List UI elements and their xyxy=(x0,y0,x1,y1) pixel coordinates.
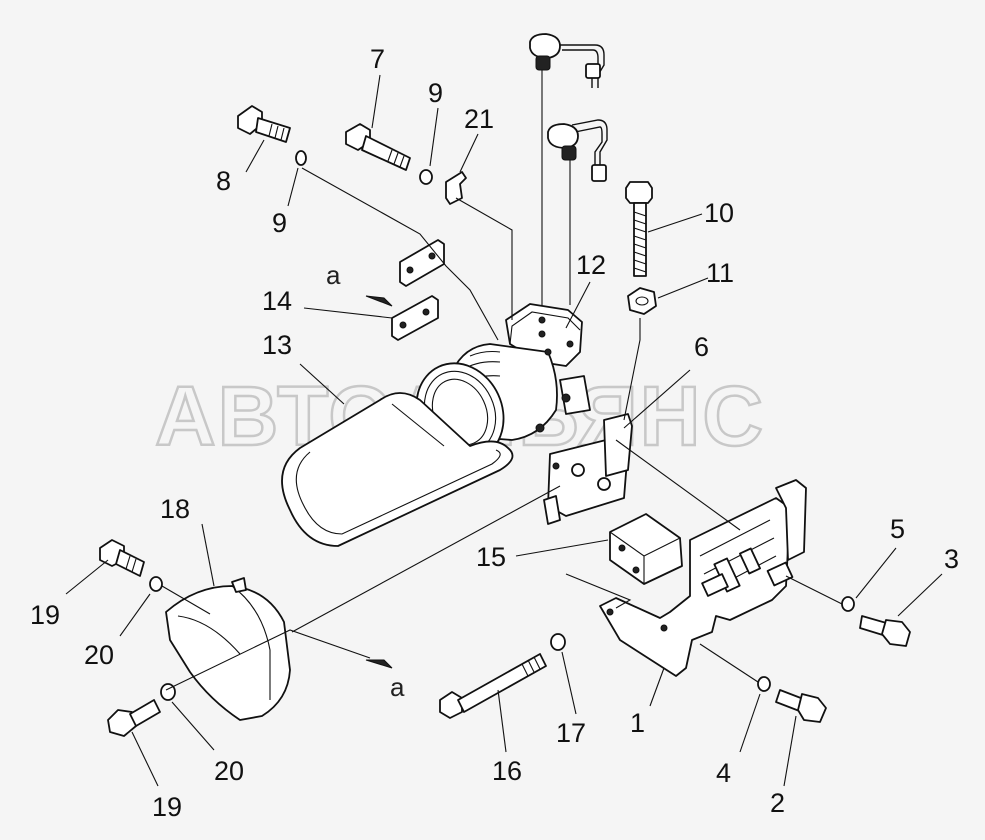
callout-16: 16 xyxy=(492,756,522,786)
callout-1: 1 xyxy=(630,708,645,738)
bolt-19-lower xyxy=(107,699,161,737)
callout-19-top: 19 xyxy=(30,600,60,630)
washer-17 xyxy=(550,633,566,651)
bracket-1 xyxy=(599,479,807,677)
v-belt-13 xyxy=(281,392,514,547)
callout-3: 3 xyxy=(944,544,959,574)
washer-20-upper xyxy=(149,576,163,592)
callout-10: 10 xyxy=(704,198,734,228)
callout-11: 11 xyxy=(706,258,734,288)
nut-11 xyxy=(627,287,657,315)
callout-17: 17 xyxy=(556,718,586,748)
view-arrow-upper xyxy=(365,295,393,307)
callout-20-top: 20 xyxy=(84,640,114,670)
block-15 xyxy=(609,513,683,585)
callout-5: 5 xyxy=(890,514,905,544)
view-marker-upper: a xyxy=(326,260,341,290)
bolt-7 xyxy=(345,123,411,171)
callout-4: 4 xyxy=(716,758,731,788)
callout-15: 15 xyxy=(476,542,506,572)
callout-7: 7 xyxy=(370,44,385,74)
callout-18: 18 xyxy=(160,494,190,524)
washer-4 xyxy=(757,676,771,692)
cover-18 xyxy=(165,577,291,721)
callout-6: 6 xyxy=(694,332,709,362)
bracket-6 xyxy=(543,413,633,525)
bolt-8 xyxy=(237,105,291,143)
washer-5 xyxy=(841,596,855,612)
bolt-10 xyxy=(625,181,653,277)
callout-13: 13 xyxy=(262,330,292,360)
leader-lines xyxy=(65,74,943,787)
view-marker-lower: a xyxy=(390,672,405,702)
sensor-upper xyxy=(529,33,605,88)
bolt-3 xyxy=(859,615,911,647)
clip-21 xyxy=(445,171,467,205)
callout-2: 2 xyxy=(770,788,785,818)
callout-14: 14 xyxy=(262,286,292,316)
plate-upper xyxy=(399,239,445,287)
washer-9-left xyxy=(295,150,307,166)
bolt-16 xyxy=(439,653,547,719)
bolt-2 xyxy=(775,689,827,723)
callout-9-top: 9 xyxy=(428,78,443,108)
washer-9-right xyxy=(419,169,433,185)
callout-21: 21 xyxy=(464,104,494,134)
plate-14 xyxy=(391,295,439,341)
callout-8: 8 xyxy=(216,166,231,196)
callout-20-bottom: 20 xyxy=(214,756,244,786)
washer-20-lower xyxy=(160,683,176,701)
callout-19-bottom: 19 xyxy=(152,792,182,822)
bolt-19-upper xyxy=(99,539,145,577)
view-arrow-lower xyxy=(365,659,393,669)
sensor-lower xyxy=(547,119,608,182)
callout-12: 12 xyxy=(576,250,606,280)
callout-9-left: 9 xyxy=(272,208,287,238)
